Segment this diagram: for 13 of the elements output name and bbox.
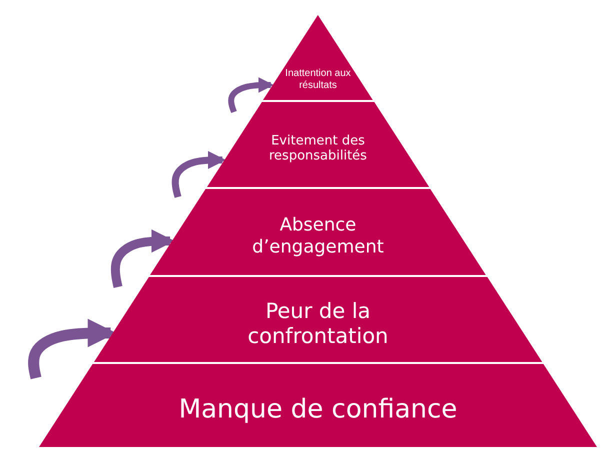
curved-arrow [228, 77, 274, 114]
tier-label: Inattention aux résultats [284, 68, 352, 92]
curved-arrow [172, 150, 226, 198]
pyramid-tier [39, 364, 597, 447]
tier-label: Absence d’engagement [251, 214, 385, 258]
tier-label: Evitement des responsabilités [268, 133, 368, 164]
tier-label: Manque de confiance [178, 394, 458, 426]
pyramid-tier [263, 15, 373, 100]
pyramid-tier [150, 189, 486, 275]
tier-label: Peur de la confrontation [246, 298, 390, 349]
pyramid-tier [94, 277, 542, 362]
curved-arrow [110, 229, 175, 288]
pyramid-tier [206, 102, 430, 187]
